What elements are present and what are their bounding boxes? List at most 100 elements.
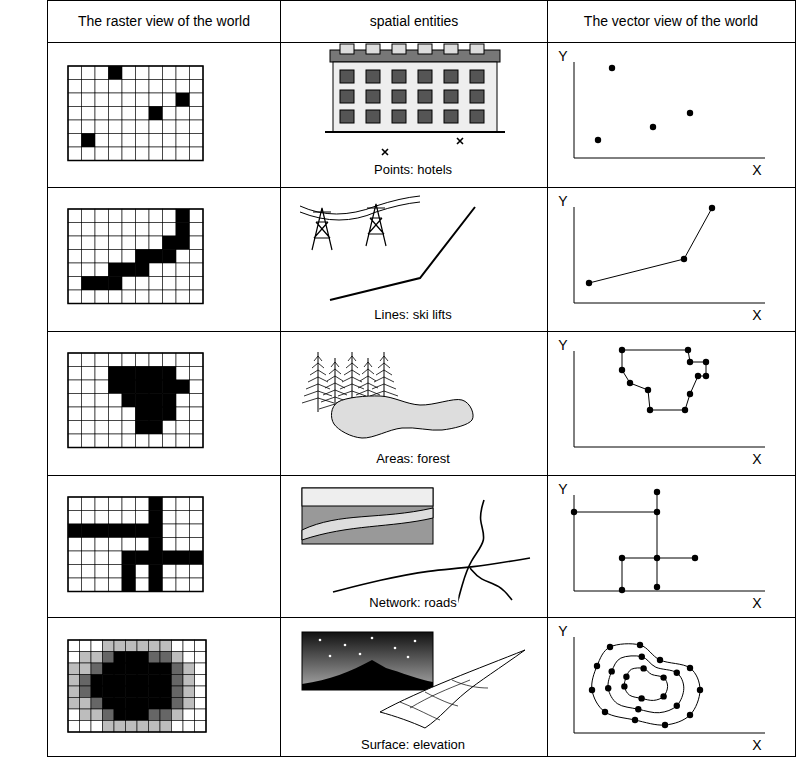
vector-network <box>574 492 695 590</box>
raster-cell <box>68 640 80 652</box>
drawing-part <box>418 44 432 54</box>
raster-cell <box>149 497 163 511</box>
raster-cell <box>149 709 161 721</box>
raster-cell <box>190 223 204 237</box>
raster-cell <box>190 407 204 421</box>
vertex <box>602 709 608 715</box>
raster-cell <box>95 367 109 381</box>
vertex <box>619 555 625 561</box>
raster-cell <box>82 421 96 435</box>
raster-cell <box>190 353 204 367</box>
raster-cell <box>114 652 126 664</box>
raster-cell <box>68 147 82 161</box>
drawing-part <box>418 70 432 83</box>
raster-cell <box>172 686 184 698</box>
raster-cell <box>163 134 177 148</box>
column-header: The vector view of the world <box>584 13 758 29</box>
raster-cell <box>195 640 207 652</box>
raster-cell <box>82 538 96 552</box>
raster-cell <box>163 394 177 408</box>
axis-label: X <box>751 737 762 753</box>
raster-cell <box>68 511 82 525</box>
raster-cell <box>109 290 123 304</box>
raster-cell <box>136 565 150 579</box>
raster-cell <box>136 250 150 264</box>
raster-cell <box>114 698 126 710</box>
raster-cell <box>91 640 103 652</box>
vertex <box>621 683 627 689</box>
raster-cell <box>149 380 163 394</box>
raster-cell <box>149 353 163 367</box>
raster-cell <box>103 721 115 733</box>
vertex <box>640 665 646 671</box>
raster-cell <box>95 250 109 264</box>
raster-cell <box>122 367 136 381</box>
raster-cell <box>149 675 161 687</box>
raster-cell <box>163 120 177 134</box>
vertex <box>586 280 592 286</box>
raster-cell <box>68 721 80 733</box>
axis-label: Y <box>557 623 568 639</box>
vertex <box>595 137 601 143</box>
raster-cell <box>195 675 207 687</box>
vector-line <box>589 208 712 283</box>
column-header: The raster view of the world <box>78 13 250 29</box>
raster-cell <box>95 209 109 223</box>
raster-cell <box>95 66 109 80</box>
drawing-part <box>47 617 796 618</box>
raster-cell <box>126 652 138 664</box>
drawing-part <box>325 383 345 388</box>
drawing-part <box>312 208 332 250</box>
raster-cell <box>122 421 136 435</box>
raster-cell <box>160 652 172 664</box>
star <box>371 637 374 640</box>
raster-cell <box>126 709 138 721</box>
raster-cell <box>126 640 138 652</box>
vertex <box>627 380 633 386</box>
raster-cell <box>68 290 82 304</box>
raster-cell <box>136 209 150 223</box>
raster-cell <box>122 209 136 223</box>
raster-grid <box>68 353 203 448</box>
raster-cell <box>103 640 115 652</box>
drawing-part <box>348 356 356 361</box>
raster-cell <box>172 721 184 733</box>
drawing-part <box>302 488 433 506</box>
raster-cell <box>68 263 82 277</box>
raster-cell <box>176 367 190 381</box>
raster-cell <box>176 290 190 304</box>
drawing-part <box>340 90 354 103</box>
raster-cell <box>190 524 204 538</box>
raster-cell <box>190 107 204 121</box>
raster-grid <box>68 66 203 161</box>
raster-cell <box>68 277 82 291</box>
vertex <box>695 373 701 379</box>
raster-cell <box>68 497 82 511</box>
drawing-part <box>392 110 406 123</box>
raster-cell <box>190 551 204 565</box>
raster-cell <box>109 538 123 552</box>
raster-cell <box>176 66 190 80</box>
raster-cell <box>176 538 190 552</box>
drawing-part <box>444 70 458 83</box>
raster-cell <box>68 434 82 448</box>
raster-cell <box>195 721 207 733</box>
star <box>329 655 332 658</box>
vertex <box>594 663 600 669</box>
raster-cell <box>163 380 177 394</box>
raster-cell <box>109 250 123 264</box>
raster-cell <box>183 698 195 710</box>
vertex <box>571 509 577 515</box>
raster-cell <box>190 367 204 381</box>
axis-label: X <box>751 307 762 323</box>
raster-cell <box>176 80 190 94</box>
raster-cell <box>109 353 123 367</box>
raster-cell <box>68 394 82 408</box>
raster-cell <box>95 421 109 435</box>
raster-cell <box>176 93 190 107</box>
vertex <box>654 555 660 561</box>
mesh-lines <box>400 680 488 720</box>
drawing-part <box>370 391 398 396</box>
raster-cell <box>109 66 123 80</box>
drawing-part <box>470 110 484 123</box>
